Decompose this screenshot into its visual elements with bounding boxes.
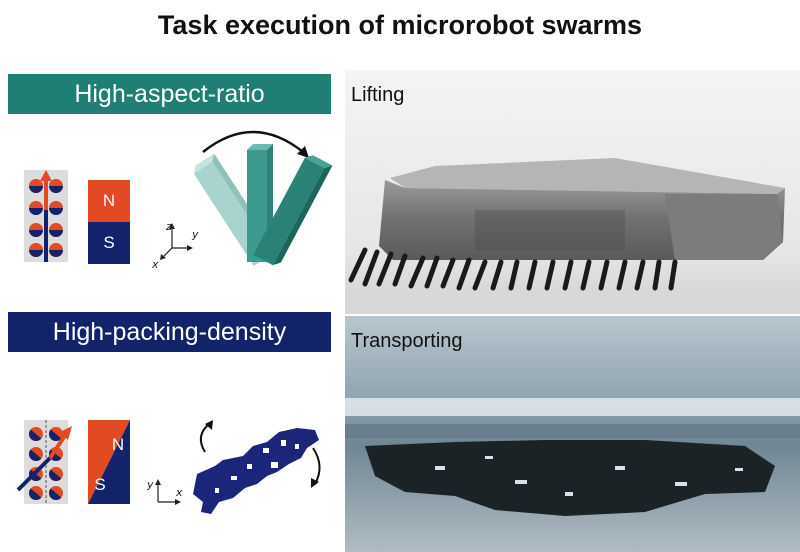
tilted-magnetic-particles-diagram <box>16 420 72 504</box>
lifting-label: Lifting <box>351 84 405 106</box>
high-aspect-ratio-banner: High-aspect-ratio <box>8 74 331 114</box>
magnet-vertical: N S <box>88 180 130 264</box>
magnet-south-pole <box>88 420 130 504</box>
axis-y-label: y <box>191 228 199 241</box>
rotation-arc-arrow <box>202 130 304 153</box>
floating-swarm <box>365 440 775 516</box>
magnet-south-label: S <box>94 475 105 494</box>
axis-y-label: y <box>146 478 154 491</box>
lifting-photo: Lifting <box>345 70 800 314</box>
rotation-arrow-left <box>199 423 210 453</box>
transporting-photo: Transporting <box>345 316 800 552</box>
arrow-head-icon <box>60 426 72 440</box>
figure-title: Task execution of microrobot swarms <box>157 10 643 40</box>
high-packing-density-banner: High-packing-density <box>8 312 331 352</box>
water-surface-highlight <box>345 398 800 416</box>
swarm-shape <box>193 428 319 514</box>
arrow-head-icon <box>205 420 213 430</box>
robot-swarm-legs <box>348 247 678 291</box>
axis-z-label: z <box>165 220 172 233</box>
magnet-south-pole: S <box>88 222 130 264</box>
lifted-sponge-block <box>379 158 785 260</box>
magnet-diagonal: N S <box>88 420 130 504</box>
arrow-head-icon <box>297 146 309 158</box>
xy-axes-icon: y x <box>146 478 183 505</box>
rotating-rods-diagram <box>193 130 333 266</box>
particle-column <box>29 179 63 257</box>
rod-middle <box>247 144 273 262</box>
rotation-arrow-right <box>312 447 321 485</box>
arrow-head-icon <box>311 478 319 488</box>
axis-x-label: x <box>175 486 183 499</box>
aligned-magnetic-particles-diagram <box>24 170 68 262</box>
magnet-north-label: N <box>112 435 124 454</box>
magnet-north-pole: N <box>88 180 130 222</box>
xyz-axes-icon: z y x <box>151 220 199 270</box>
rod-right <box>253 155 333 266</box>
swarm-gaps <box>215 440 299 493</box>
transporting-label: Transporting <box>351 330 463 352</box>
packed-swarm-diagram <box>193 420 321 514</box>
arrow-head-icon <box>40 170 52 181</box>
axis-x-label: x <box>151 258 159 270</box>
